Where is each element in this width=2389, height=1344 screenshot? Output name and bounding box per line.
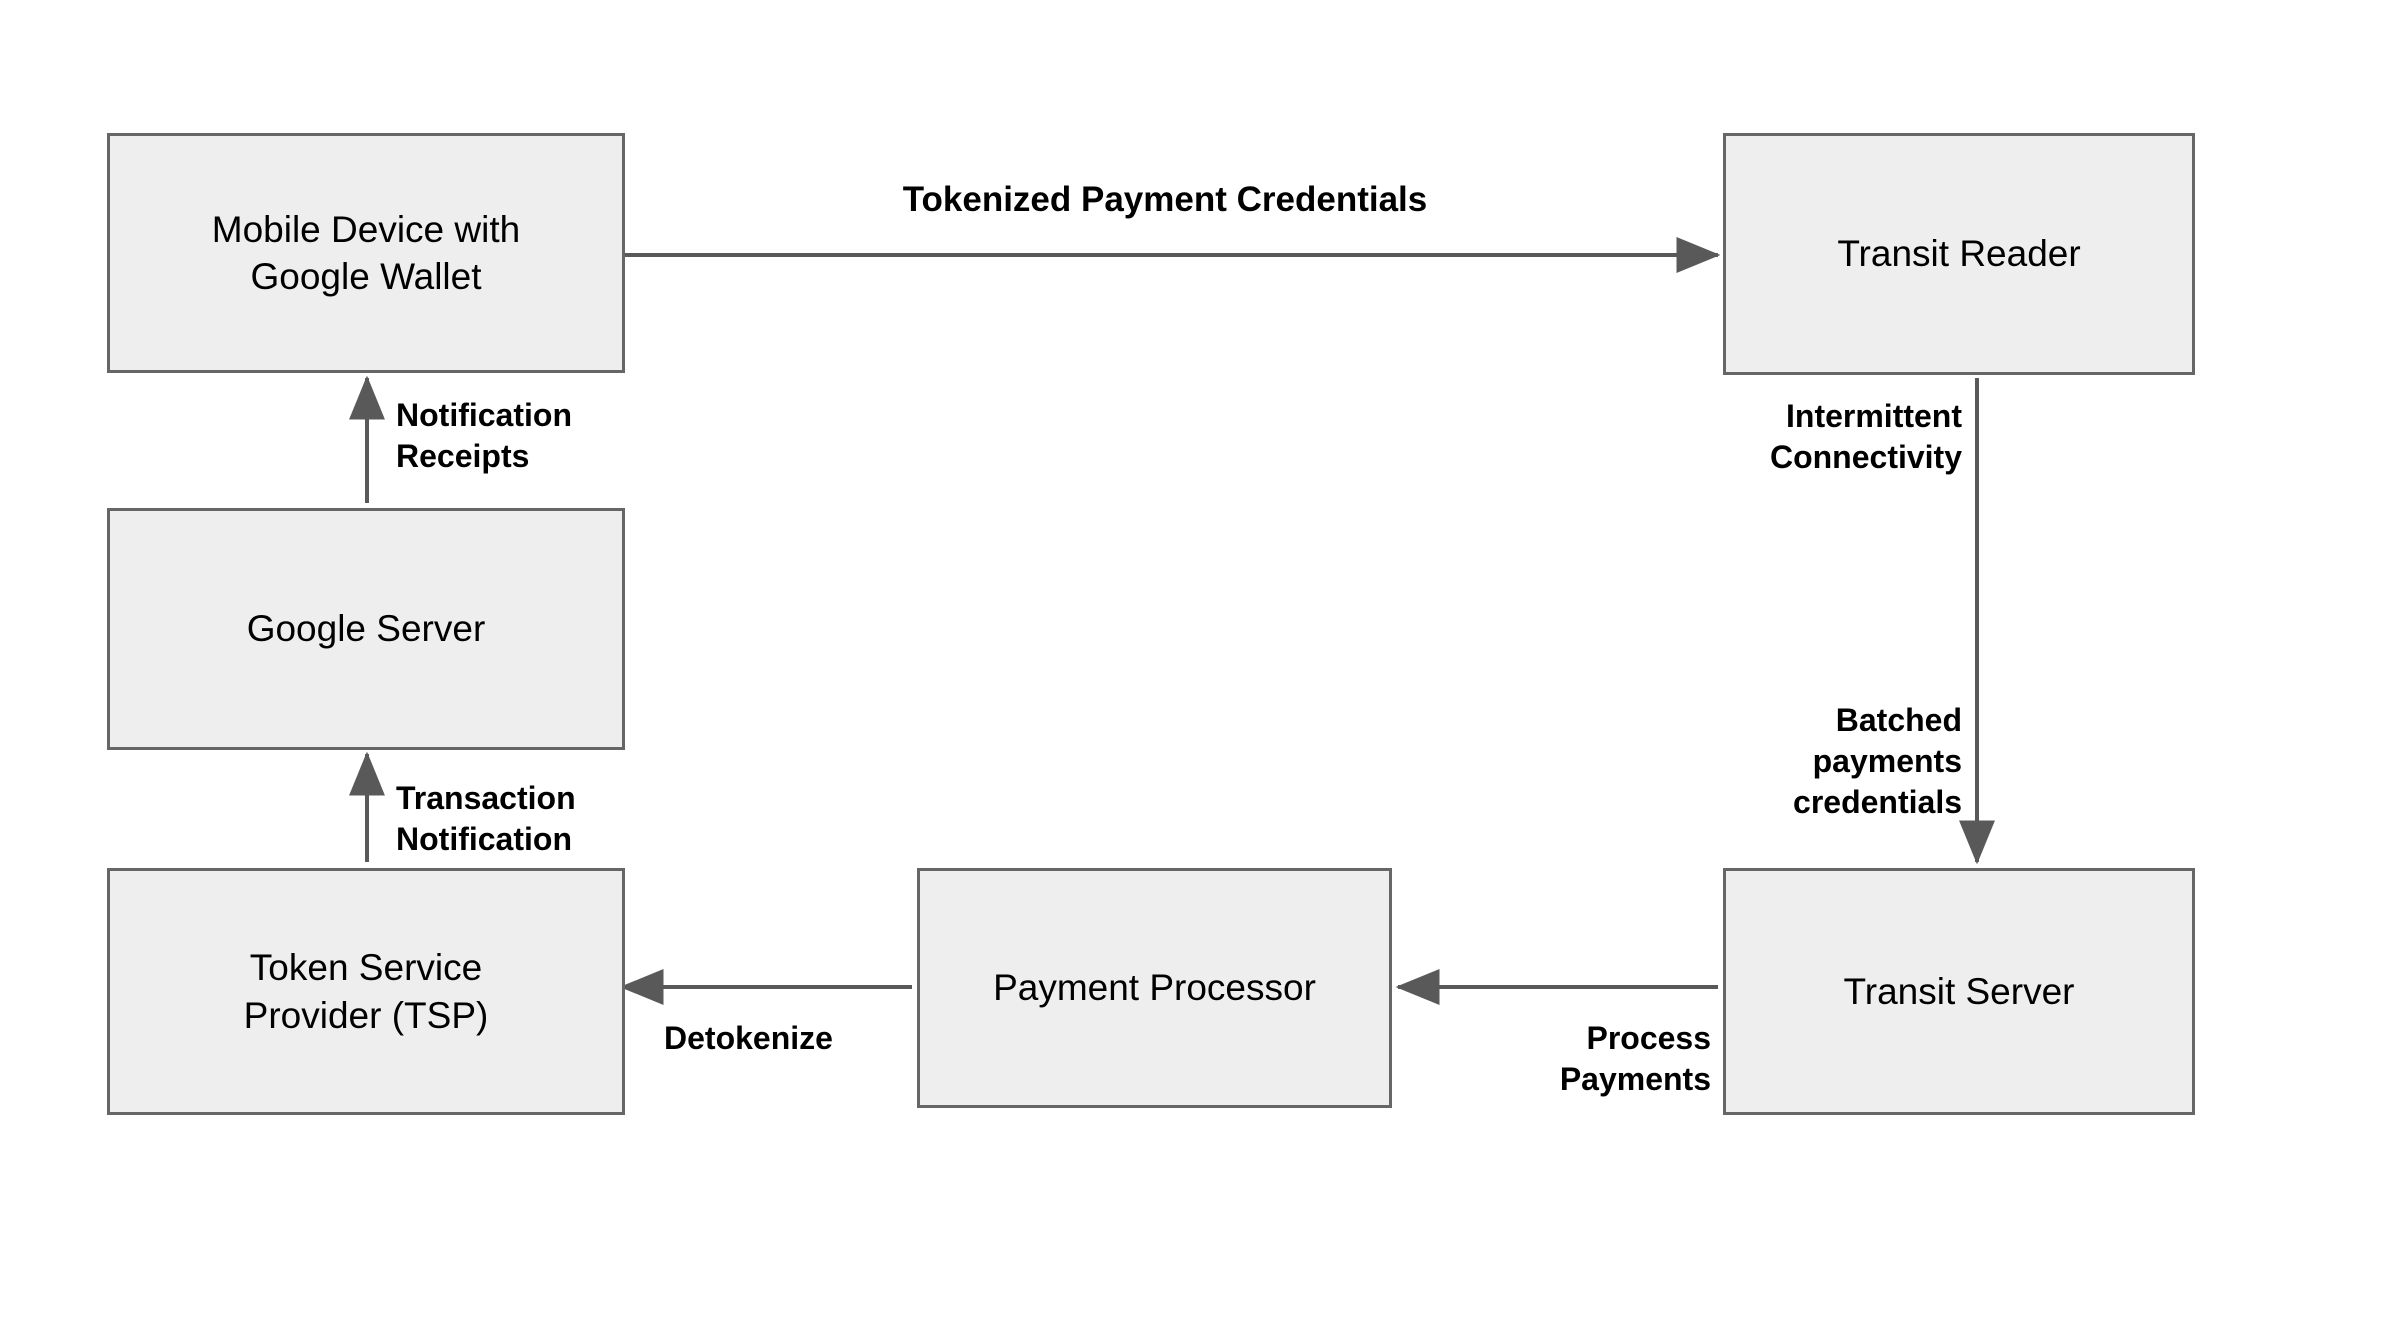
edge-label-transaction-notification: Transaction Notification: [396, 780, 576, 857]
node-google-server-label: Google Server: [246, 608, 486, 650]
node-transit-server-label: Transit Server: [1843, 970, 2075, 1012]
node-payment-processor[interactable]: Payment Processor: [917, 868, 1392, 1108]
edge-label-detokenize: Detokenize: [664, 1020, 833, 1056]
edge-label-notification-receipts: Notification Receipts: [396, 397, 572, 474]
node-google-server[interactable]: Google Server: [107, 508, 625, 750]
edge-label-batched-payments-credentials: Batched payments credentials: [1793, 702, 1962, 820]
edge-label-intermittent-connectivity: Intermittent Connectivity: [1769, 398, 1962, 475]
edge-label-tokenized-payment-credentials: Tokenized Payment Credentials: [902, 180, 1428, 219]
node-mobile-device[interactable]: Mobile Device with Google Wallet: [107, 133, 625, 373]
node-transit-reader-label: Transit Reader: [1837, 233, 2081, 275]
node-mobile-device-label: Mobile Device with Google Wallet: [211, 208, 521, 297]
node-transit-server[interactable]: Transit Server: [1723, 868, 2195, 1115]
node-payment-processor-label: Payment Processor: [993, 967, 1316, 1009]
node-transit-reader[interactable]: Transit Reader: [1723, 133, 2195, 375]
node-token-service-provider-label: Token Service Provider (TSP): [243, 947, 489, 1036]
node-token-service-provider[interactable]: Token Service Provider (TSP): [107, 868, 625, 1115]
edge-label-process-payments: Process Payments: [1559, 1020, 1711, 1097]
